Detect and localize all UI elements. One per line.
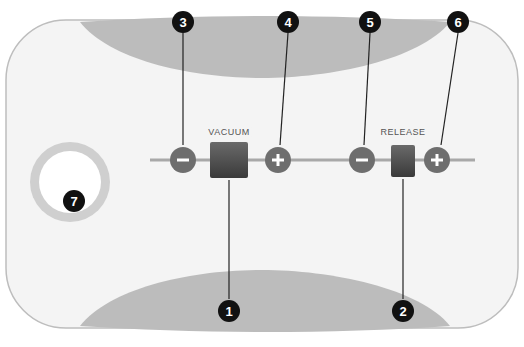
callout-number: 5 (366, 16, 373, 29)
minus-sign (356, 159, 368, 162)
callout-number: 7 (70, 195, 77, 208)
leader-lines (183, 33, 458, 299)
callout-number: 6 (454, 16, 461, 29)
callout-number: 3 (179, 16, 186, 29)
plus-sign (277, 154, 280, 166)
callout-discs (63, 11, 469, 322)
minus-button (349, 147, 375, 173)
callout-number: 4 (284, 16, 291, 29)
round-button (30, 142, 110, 222)
plus-button (424, 147, 450, 173)
minus-button (170, 147, 196, 173)
top-band (80, 16, 450, 78)
control-label: RELEASE (378, 128, 427, 137)
plus-sign (436, 154, 439, 166)
vacuum-button (210, 142, 248, 178)
minus-sign (177, 159, 189, 162)
callout-number: 2 (399, 305, 406, 318)
bottom-band (80, 270, 450, 332)
release-button (391, 145, 415, 177)
control-label: VACUUM (206, 128, 251, 137)
plus-button (265, 147, 291, 173)
callout-number: 1 (225, 305, 232, 318)
round-button-face (39, 151, 101, 213)
